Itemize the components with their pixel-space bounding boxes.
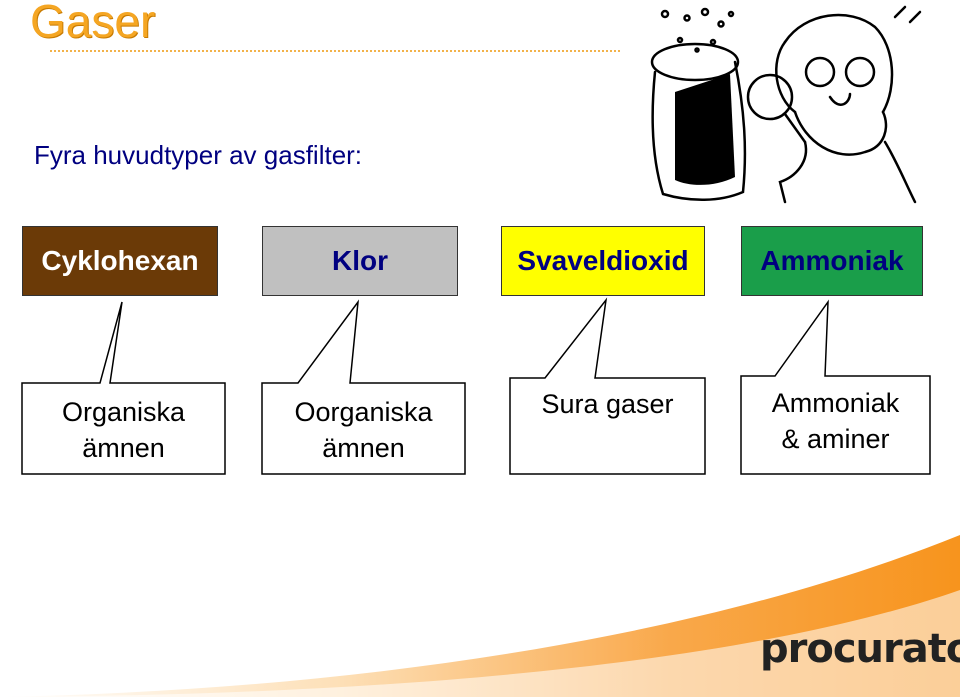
procurator-logo: procurator (760, 626, 960, 672)
